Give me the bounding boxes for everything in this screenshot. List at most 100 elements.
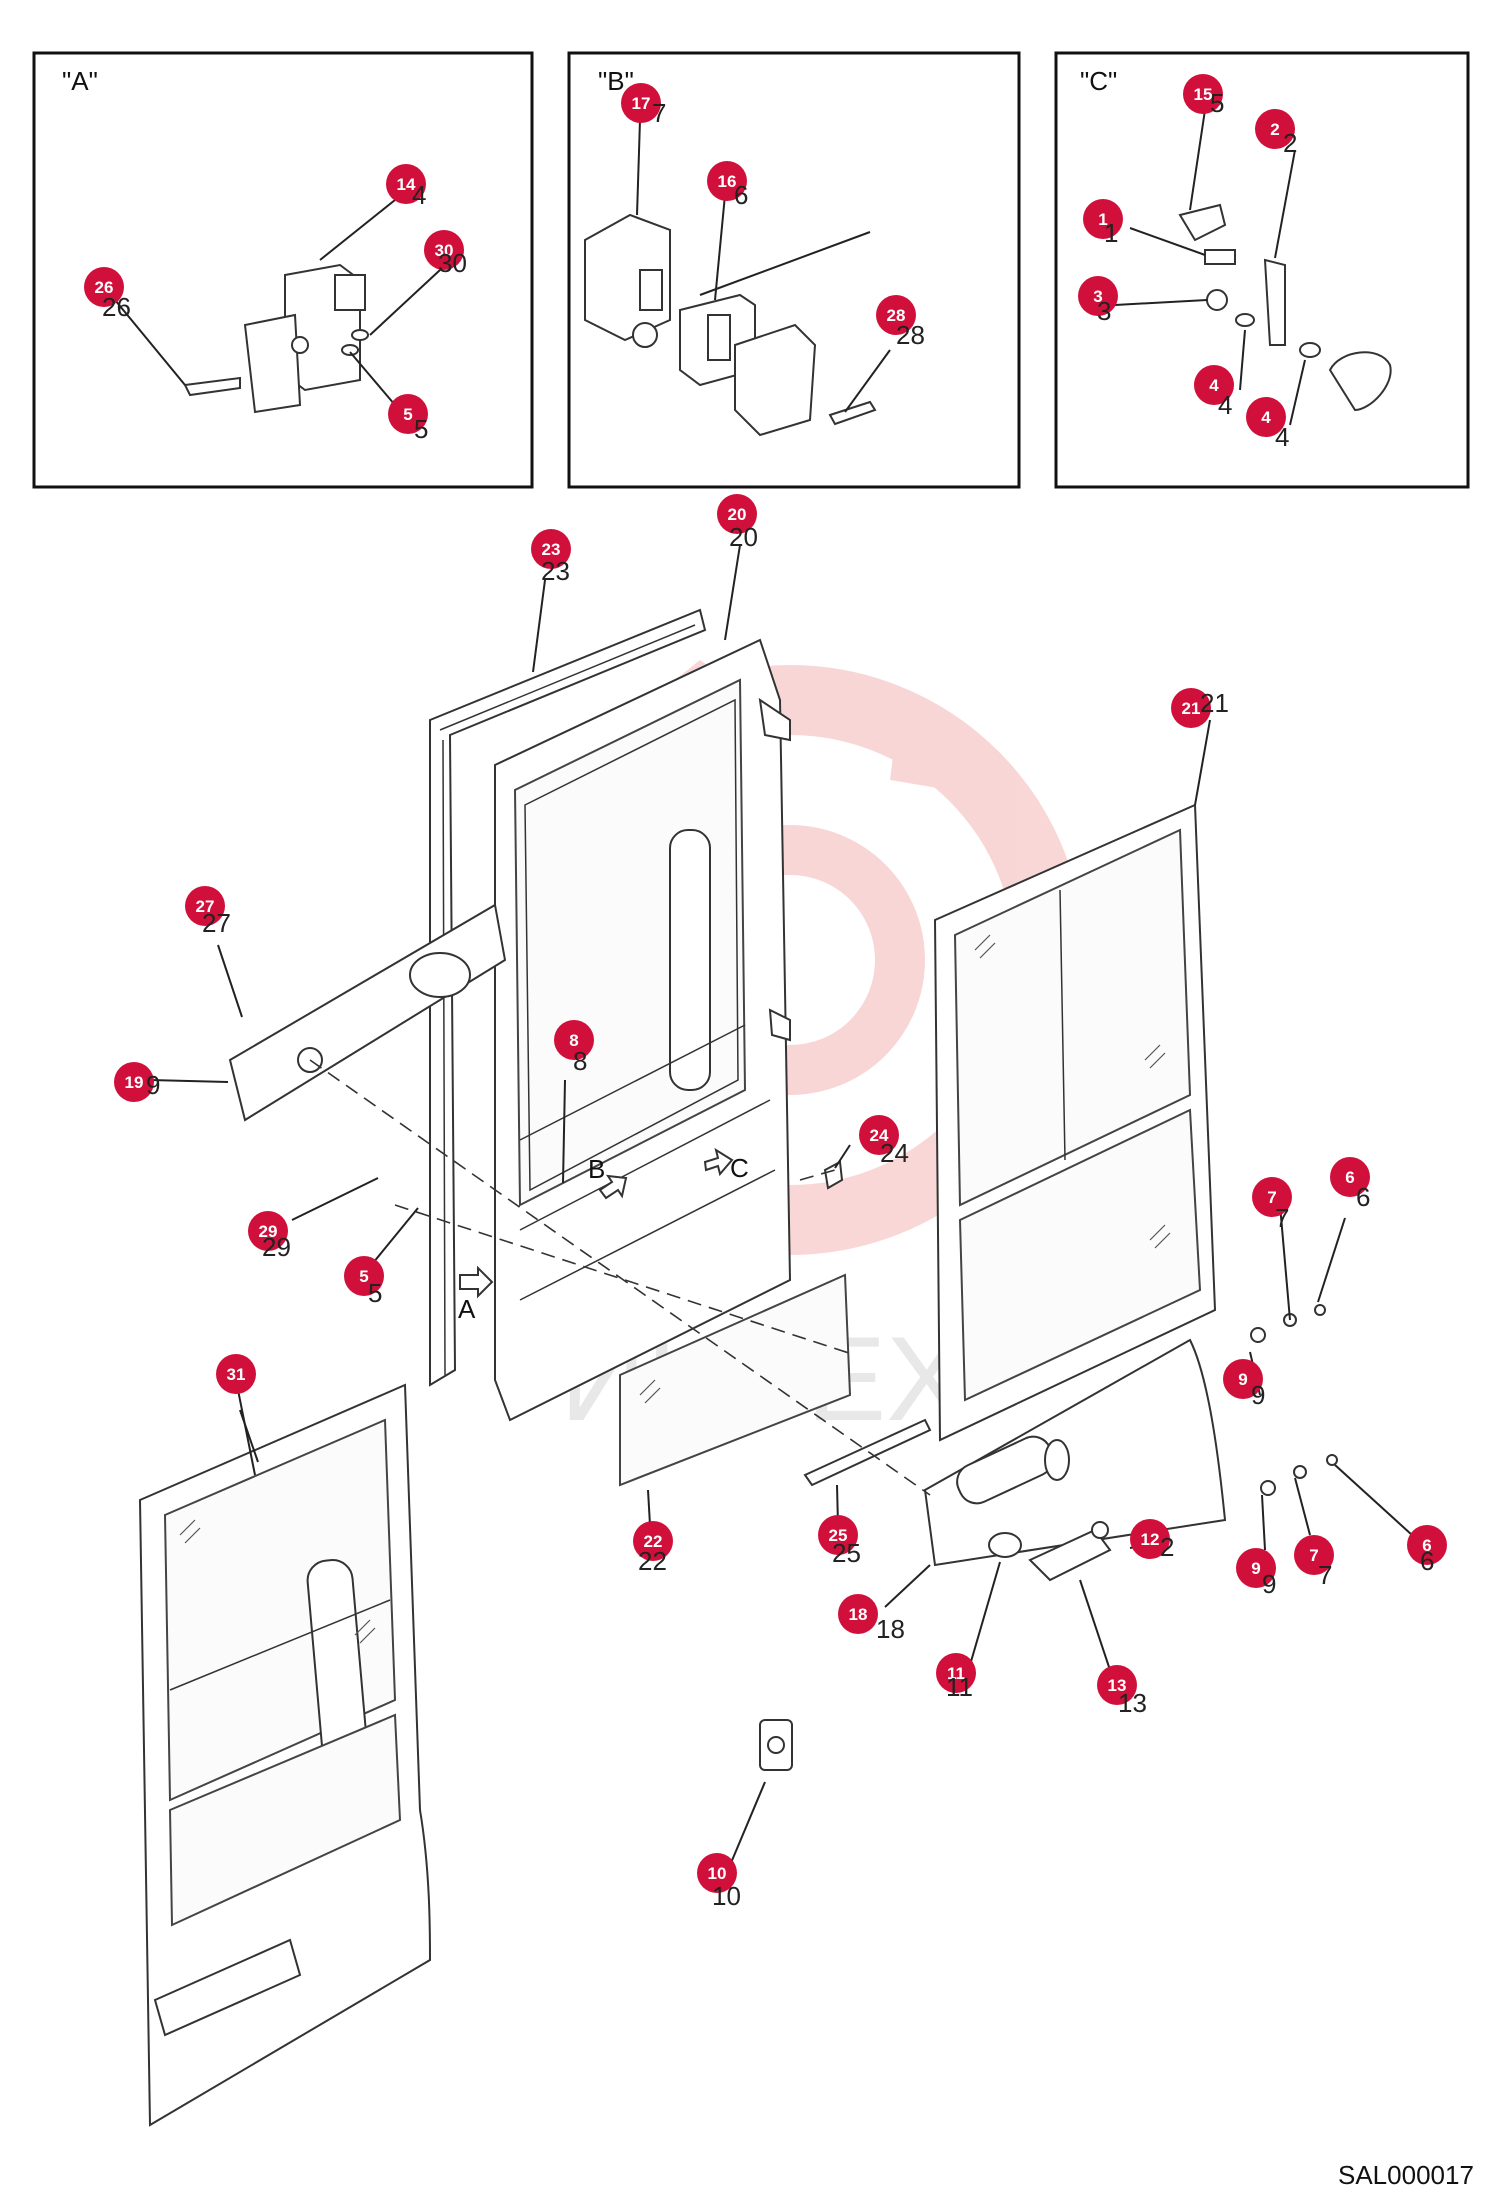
svg-text:21: 21 bbox=[1182, 699, 1201, 718]
callout-4-b: 44 bbox=[1246, 397, 1289, 452]
svg-text:23: 23 bbox=[541, 556, 570, 586]
hinge-mid bbox=[768, 1008, 791, 1042]
svg-text:24: 24 bbox=[880, 1138, 909, 1168]
svg-text:10: 10 bbox=[712, 1881, 741, 1911]
pin-1 bbox=[1204, 249, 1236, 265]
svg-text:14: 14 bbox=[397, 175, 416, 194]
door-arm-19 bbox=[228, 903, 507, 1122]
svg-text:9: 9 bbox=[1238, 1370, 1247, 1389]
svg-text:4: 4 bbox=[1275, 422, 1289, 452]
svg-text:4: 4 bbox=[412, 180, 426, 210]
svg-text:31: 31 bbox=[227, 1365, 246, 1384]
svg-text:16: 16 bbox=[718, 172, 737, 191]
washer-4a bbox=[1235, 313, 1255, 327]
nut-3 bbox=[1206, 289, 1228, 311]
spring-washer-5 bbox=[341, 344, 359, 356]
glass-hatch-31 bbox=[179, 1519, 376, 1644]
gasket-plate bbox=[734, 323, 817, 437]
svg-text:12: 12 bbox=[1141, 1530, 1160, 1549]
detail-panel-b: "B" bbox=[567, 51, 1021, 489]
svg-text:8: 8 bbox=[569, 1031, 578, 1050]
svg-text:13: 13 bbox=[1108, 1676, 1127, 1695]
bracket-24 bbox=[823, 1160, 844, 1190]
svg-text:7: 7 bbox=[652, 98, 666, 128]
svg-text:5: 5 bbox=[368, 1278, 382, 1308]
svg-text:23: 23 bbox=[542, 540, 561, 559]
svg-text:4: 4 bbox=[1218, 390, 1232, 420]
callout-4-a: 44 bbox=[1194, 365, 1234, 420]
door-seal-23 bbox=[429, 608, 707, 1387]
svg-text:22: 22 bbox=[644, 1532, 663, 1551]
callout-8: 88 bbox=[554, 1020, 594, 1076]
screw-28 bbox=[828, 400, 877, 426]
callout-6-lower: 66 bbox=[1407, 1525, 1447, 1576]
svg-text:28: 28 bbox=[887, 306, 906, 325]
svg-text:24: 24 bbox=[870, 1126, 889, 1145]
lock-cylinder bbox=[632, 322, 658, 348]
washer-4b bbox=[1299, 342, 1321, 358]
svg-text:19: 19 bbox=[125, 1073, 144, 1092]
svg-text:3: 3 bbox=[1097, 296, 1111, 326]
panel-label-c: "C" bbox=[1080, 66, 1117, 96]
svg-text:30: 30 bbox=[438, 248, 467, 278]
svg-text:2: 2 bbox=[1160, 1532, 1174, 1562]
direction-label-b: B bbox=[588, 1154, 605, 1184]
svg-text:30: 30 bbox=[435, 241, 454, 260]
svg-text:6: 6 bbox=[1345, 1168, 1354, 1187]
svg-text:29: 29 bbox=[259, 1222, 278, 1241]
svg-text:7: 7 bbox=[1318, 1560, 1332, 1590]
svg-text:4: 4 bbox=[1209, 376, 1219, 395]
svg-text:11: 11 bbox=[947, 1664, 965, 1683]
svg-text:2: 2 bbox=[1283, 128, 1297, 158]
svg-text:9: 9 bbox=[1251, 1380, 1265, 1410]
arrow-b-icon bbox=[598, 1174, 628, 1200]
svg-text:10: 10 bbox=[708, 1864, 727, 1883]
arm-bushing bbox=[409, 952, 471, 998]
seal-strip-25 bbox=[803, 1418, 932, 1487]
bolt-26 bbox=[183, 376, 241, 397]
svg-text:9: 9 bbox=[1251, 1559, 1260, 1578]
svg-text:3: 3 bbox=[1093, 287, 1102, 306]
callout-5-main: 55 bbox=[344, 1256, 384, 1308]
direction-label-c: C bbox=[730, 1153, 749, 1183]
callout-9-lower: 99 bbox=[1236, 1548, 1276, 1599]
svg-text:26: 26 bbox=[102, 292, 131, 322]
latch-hole bbox=[291, 336, 309, 354]
detail-panel-a: "A" bbox=[32, 51, 534, 489]
svg-text:26: 26 bbox=[95, 278, 114, 297]
callout-1: 11 bbox=[1083, 199, 1123, 248]
svg-text:5: 5 bbox=[359, 1267, 368, 1286]
fasteners-lower bbox=[1260, 1454, 1338, 1496]
striker-slot bbox=[707, 314, 731, 361]
latch-cam bbox=[1328, 351, 1392, 412]
svg-text:1: 1 bbox=[1104, 218, 1118, 248]
latch-plate bbox=[243, 313, 302, 414]
svg-text:6: 6 bbox=[734, 180, 748, 210]
svg-text:11: 11 bbox=[946, 1672, 973, 1702]
washer-30 bbox=[351, 329, 369, 341]
svg-text:29: 29 bbox=[262, 1232, 291, 1262]
svg-text:27: 27 bbox=[196, 897, 215, 916]
callout-3: 33 bbox=[1078, 276, 1118, 326]
svg-text:6: 6 bbox=[1422, 1536, 1431, 1555]
svg-text:18: 18 bbox=[849, 1605, 868, 1624]
svg-text:20: 20 bbox=[728, 505, 747, 524]
fasteners-upper bbox=[1250, 1304, 1326, 1343]
callout-7-lower: 77 bbox=[1294, 1535, 1334, 1590]
svg-text:9: 9 bbox=[146, 1070, 160, 1100]
svg-text:1: 1 bbox=[1098, 210, 1107, 229]
